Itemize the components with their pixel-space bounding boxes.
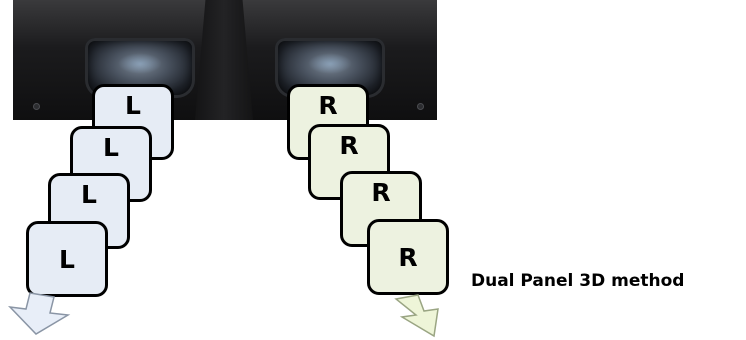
right-frame-3-label: R [371,178,391,207]
screw-right [417,103,424,110]
left-frame-2-label: L [103,133,119,162]
right-eyepiece-glint [308,53,352,74]
right-frame-1-label: R [318,91,338,120]
right-frame-4-label: R [398,242,418,272]
right-down-arrow-icon [394,294,439,338]
right-frame-4: R [367,219,449,295]
dual-panel-viewer-photo [13,0,437,120]
left-frame-4-label: L [59,244,75,274]
left-frame-3-label: L [81,180,97,209]
nose-bridge [195,0,253,120]
screw-left [33,103,40,110]
left-down-arrow-icon [8,292,71,335]
right-frame-2-label: R [339,131,359,160]
diagram-caption: Dual Panel 3D method [471,271,685,291]
left-eyepiece-glint [118,53,162,74]
left-frame-1-label: L [125,91,141,120]
left-frame-4: L [26,221,108,297]
